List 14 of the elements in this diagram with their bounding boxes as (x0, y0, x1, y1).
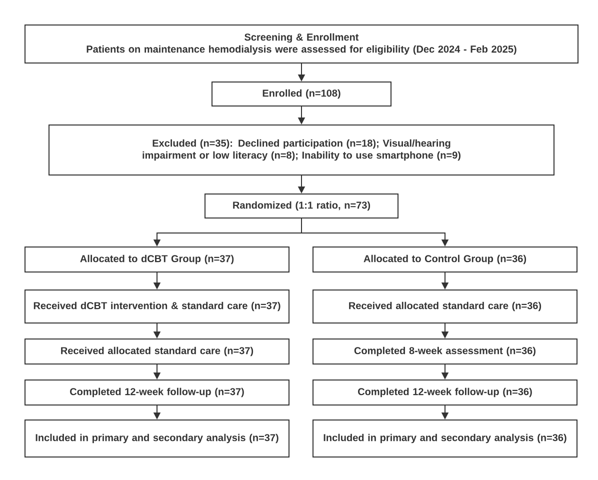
process-box: Allocated to dCBT Group (n=37) (24, 246, 290, 272)
process-box: Received dCBT intervention & standard care (n=37) (24, 290, 290, 324)
process-box: Received allocated standard care (n=36) (312, 290, 578, 324)
process-box: Randomized (1:1 ratio, n=73) (204, 194, 398, 218)
process-box: Enrolled (n=108) (212, 82, 392, 106)
process-box: Allocated to Control Group (n=36) (312, 246, 578, 272)
process-box: Received allocated standard care (n=37) (24, 338, 290, 364)
process-box: Screening & Enrollment Patients on maintenance hemodialysis were assessed for eligibility (Dec 2024 - Feb 2025) (24, 24, 578, 64)
process-box: Completed 12-week follow-up (n=36) (312, 380, 578, 406)
process-box: Included in primary and secondary analysis (n=37) (24, 420, 290, 458)
process-box: Completed 8-week assessment (n=36) (312, 338, 578, 364)
process-box: Completed 12-week follow-up (n=37) (24, 380, 290, 406)
process-box: Excluded (n=35): Declined participation (n=18); Visual/hearing impairment or low literacy (n=8); Inability to use smartphone (n=9) (48, 124, 554, 176)
process-box: Included in primary and secondary analysis (n=36) (312, 420, 578, 458)
